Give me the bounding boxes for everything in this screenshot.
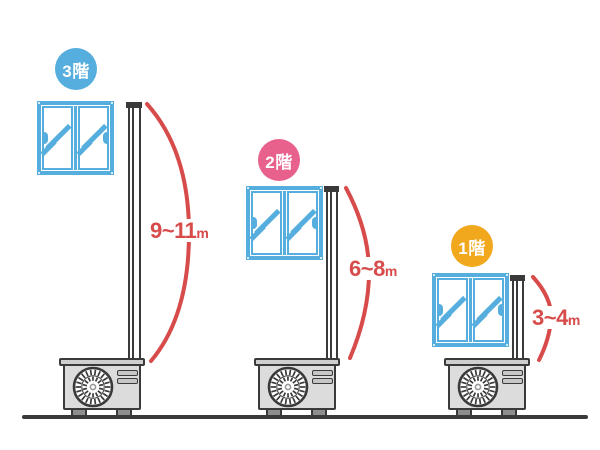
window-pane-right (285, 191, 318, 255)
window-handle-icon (312, 217, 317, 229)
refrigerant-pipe (126, 101, 142, 362)
window-panes (249, 191, 318, 255)
fan-icon (267, 366, 309, 408)
unit-body (258, 364, 336, 410)
frame-screw-dot (111, 172, 113, 174)
window-pane-left (249, 191, 282, 255)
vent-slat (312, 370, 333, 376)
frame-screw-dot (320, 257, 322, 259)
glass-shine-icon (76, 139, 93, 157)
floor3-badge: 3階 (55, 48, 97, 90)
window-pane-right (76, 106, 109, 170)
window-icon (246, 186, 323, 260)
pipe-cap (510, 274, 525, 281)
floor3-badge-label: 3階 (62, 61, 90, 81)
glass-shine-icon (285, 224, 302, 242)
unit-body (448, 364, 526, 410)
vent-slat (312, 378, 333, 384)
measurement-label-1f: 3~4m (529, 305, 584, 330)
window-pane-left (435, 278, 468, 342)
measurement-label-2f: 6~8m (346, 256, 401, 281)
window-panes (40, 106, 109, 170)
frame-screw-dot (247, 257, 249, 259)
glass-shine-icon (471, 311, 488, 329)
frame-screw-dot (320, 187, 322, 189)
fan-icon (457, 366, 499, 408)
window-mullion (73, 106, 78, 170)
frame-screw-dot (247, 187, 249, 189)
refrigerant-pipe (510, 274, 525, 362)
outdoor-unit-icon (444, 357, 532, 419)
unit-foot (311, 408, 327, 417)
window-mullion (282, 191, 287, 255)
unit-foot (71, 408, 87, 417)
measurement-unit: m (567, 312, 581, 328)
vent-slat (117, 378, 138, 384)
window-mullion (468, 278, 473, 342)
outdoor-unit-icon (254, 357, 342, 419)
frame-screw-dot (506, 274, 508, 276)
pipe-cap (126, 101, 142, 108)
measurement-unit: m (196, 225, 209, 241)
unit-foot (456, 408, 472, 417)
vent-slat (502, 378, 523, 384)
measurement-unit: m (384, 263, 398, 279)
unit-foot (116, 408, 132, 417)
frame-screw-dot (506, 344, 508, 346)
ground-line (22, 415, 588, 419)
window-handle-icon (252, 217, 257, 229)
frame-screw-dot (38, 102, 40, 104)
floor1-badge: 1階 (451, 225, 493, 267)
window-pane-right (471, 278, 504, 342)
window-handle-icon (438, 304, 443, 316)
pipe-cap (324, 185, 339, 192)
unit-foot (501, 408, 517, 417)
measurement-value: 3~4 (532, 305, 568, 330)
frame-screw-dot (433, 274, 435, 276)
frame-screw-dot (111, 102, 113, 104)
window-pane-left (40, 106, 73, 170)
window-handle-icon (103, 132, 108, 144)
frame-screw-dot (433, 344, 435, 346)
floor2-badge: 2階 (258, 139, 300, 181)
window-handle-icon (498, 304, 503, 316)
measurement-value: 9~11 (150, 218, 197, 243)
unit-foot (266, 408, 282, 417)
floor2-badge-label: 2階 (265, 152, 293, 172)
measurement-value: 6~8 (349, 256, 385, 281)
refrigerant-pipe (324, 185, 339, 362)
window-icon (432, 273, 509, 347)
window-icon (37, 101, 114, 175)
fan-icon (72, 366, 114, 408)
vent-slat (117, 370, 138, 376)
unit-body (63, 364, 141, 410)
floor1-badge-label: 1階 (458, 238, 486, 258)
frame-screw-dot (38, 172, 40, 174)
window-panes (435, 278, 504, 342)
outdoor-unit-icon (59, 357, 147, 419)
vent-slat (502, 370, 523, 376)
measurement-label-3f: 9~11m (147, 218, 212, 243)
window-handle-icon (43, 132, 48, 144)
